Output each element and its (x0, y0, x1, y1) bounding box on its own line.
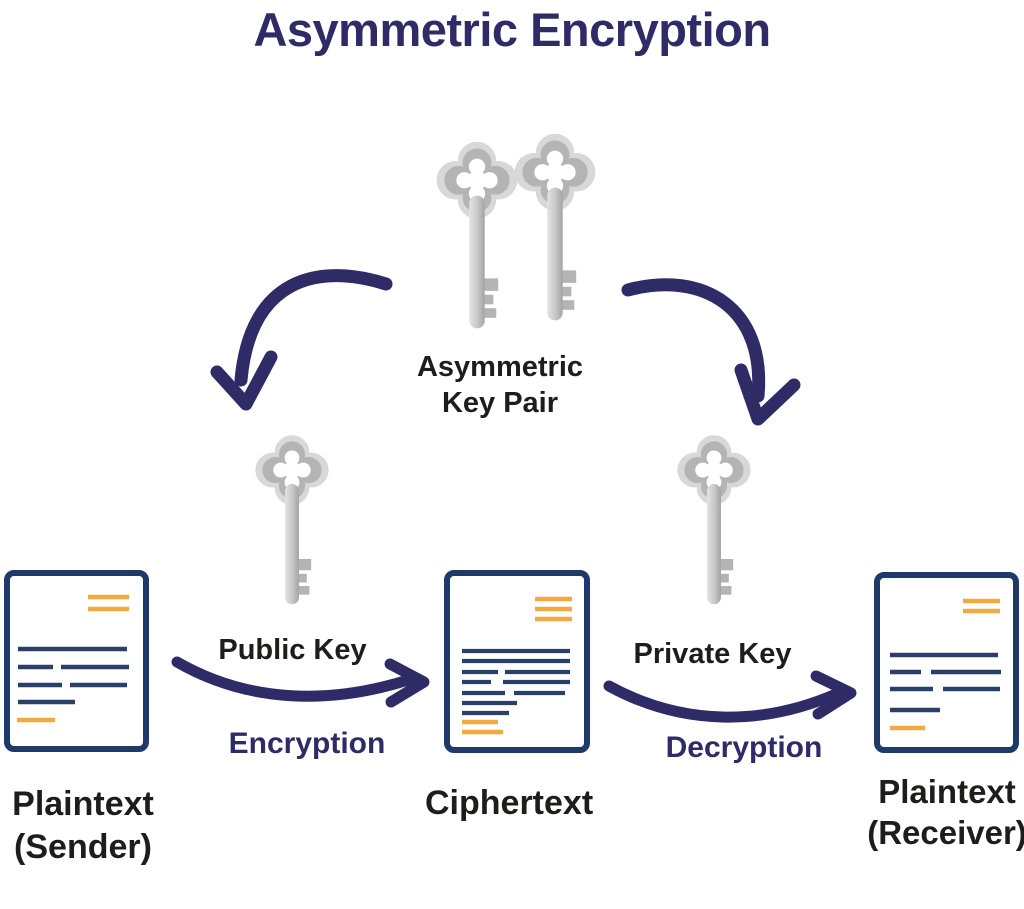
encryption-arrow (171, 656, 414, 702)
key-pair-label-line2: Key Pair (441, 387, 559, 420)
encryption-arrowhead (384, 658, 430, 708)
keypair-to-public-arrowhead (210, 350, 278, 411)
public-key-icon (255, 435, 329, 605)
plaintext-sender-label-line1: Plaintext (12, 785, 154, 823)
ciphertext-label: Ciphertext (425, 784, 594, 822)
ciphertext-document-icon (444, 570, 590, 753)
key-icon (514, 133, 596, 321)
public-key-label: Public Key (218, 634, 367, 666)
keypair-to-private-arrow (621, 278, 766, 403)
plaintext-receiver-label-line2: (Receiver) (867, 814, 1024, 852)
decryption-arrow (603, 680, 842, 723)
key-pair-label-line1: Asymmetric (416, 351, 584, 383)
plaintext-sender-document-icon (4, 570, 149, 752)
plaintext-receiver-document-icon (874, 572, 1019, 753)
private-key-icon (677, 435, 751, 605)
plaintext-sender-label-line2: (Sender) (14, 827, 152, 866)
plaintext-receiver-label: Plaintext (Receiver) (867, 771, 1024, 854)
asymmetric-key-pair-icon (424, 126, 614, 346)
page-title: Asymmetric Encryption (253, 3, 771, 56)
decryption-arrowhead (810, 670, 857, 720)
key-pair-label: Asymmetric Key Pair (400, 349, 600, 422)
private-key-label: Private Key (633, 638, 792, 670)
encryption-label: Encryption (228, 727, 386, 760)
plaintext-sender-label: Plaintext (Sender) (3, 783, 163, 868)
keypair-to-public-arrow (234, 269, 393, 387)
plaintext-receiver-label-line1: Plaintext (878, 773, 1016, 810)
keypair-to-private-arrowhead (734, 363, 801, 426)
decryption-label: Decryption (665, 731, 823, 764)
